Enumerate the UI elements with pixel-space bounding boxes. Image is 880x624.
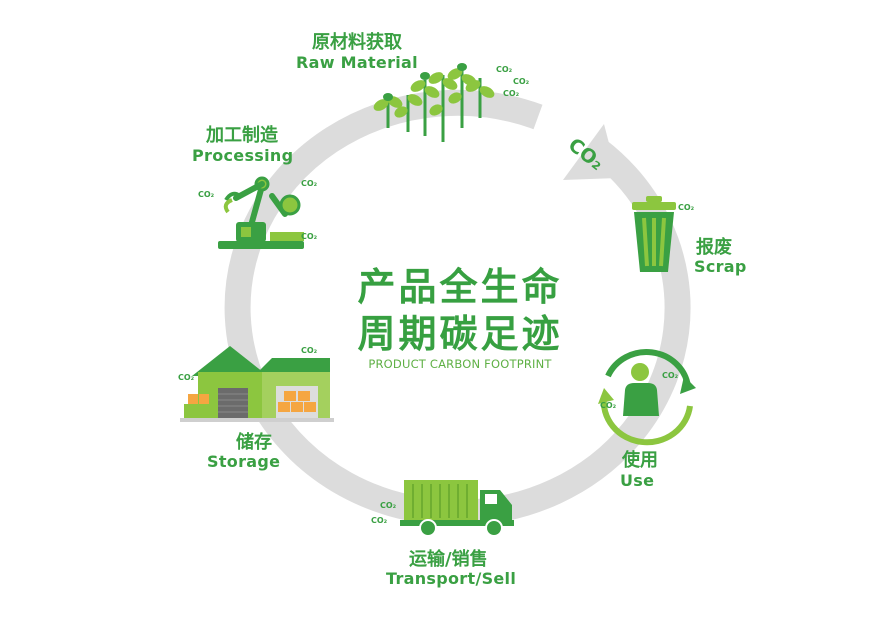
co2-tag: CO₂ — [662, 371, 679, 380]
lifecycle-ring — [224, 89, 691, 526]
warehouse-icon — [180, 346, 334, 422]
co2-tag: CO₂ — [496, 65, 513, 74]
center-title-line2: 周期碳足迹 — [357, 312, 563, 356]
trash-bin-icon — [632, 196, 676, 272]
use-label-en: Use — [620, 471, 655, 490]
co2-tag: CO₂ — [301, 179, 318, 188]
co2-tag: CO₂ — [198, 190, 215, 199]
co2-tag: CO₂ — [600, 401, 617, 410]
processing-label-en: Processing — [192, 146, 294, 165]
co2-tag: CO₂ — [380, 501, 397, 510]
robot-arm-icon — [218, 176, 304, 249]
transport-label-zh: 运输/销售 — [409, 549, 488, 570]
co2-tag: CO₂ — [301, 232, 318, 241]
storage-label-en: Storage — [207, 452, 281, 471]
center-title-line1: 产品全生命 — [357, 265, 563, 309]
raw-material-label-zh: 原材料获取 — [312, 32, 402, 53]
scrap-label-zh: 报废 — [696, 237, 732, 258]
plant-sprouts-icon — [373, 63, 495, 142]
co2-tag: CO₂ — [178, 373, 195, 382]
truck-icon — [400, 480, 514, 537]
transport-label-en: Transport/Sell — [386, 569, 517, 588]
storage-label-zh: 储存 — [236, 432, 272, 453]
scrap-label-en: Scrap — [694, 257, 747, 276]
person-recycle-icon — [598, 349, 696, 446]
co2-tag: CO₂ — [678, 203, 695, 212]
center-subtitle: PRODUCT CARBON FOOTPRINT — [368, 357, 552, 371]
co2-tag: CO₂ — [503, 89, 520, 98]
processing-label-zh: 加工制造 — [206, 125, 278, 146]
co2-tag: CO₂ — [513, 77, 530, 86]
use-label-zh: 使用 — [622, 450, 658, 471]
co2-tag: CO₂ — [301, 346, 318, 355]
co2-tag: CO₂ — [371, 516, 388, 525]
raw-material-label-en: Raw Material — [296, 53, 418, 72]
cycle-arrowhead — [563, 124, 618, 180]
